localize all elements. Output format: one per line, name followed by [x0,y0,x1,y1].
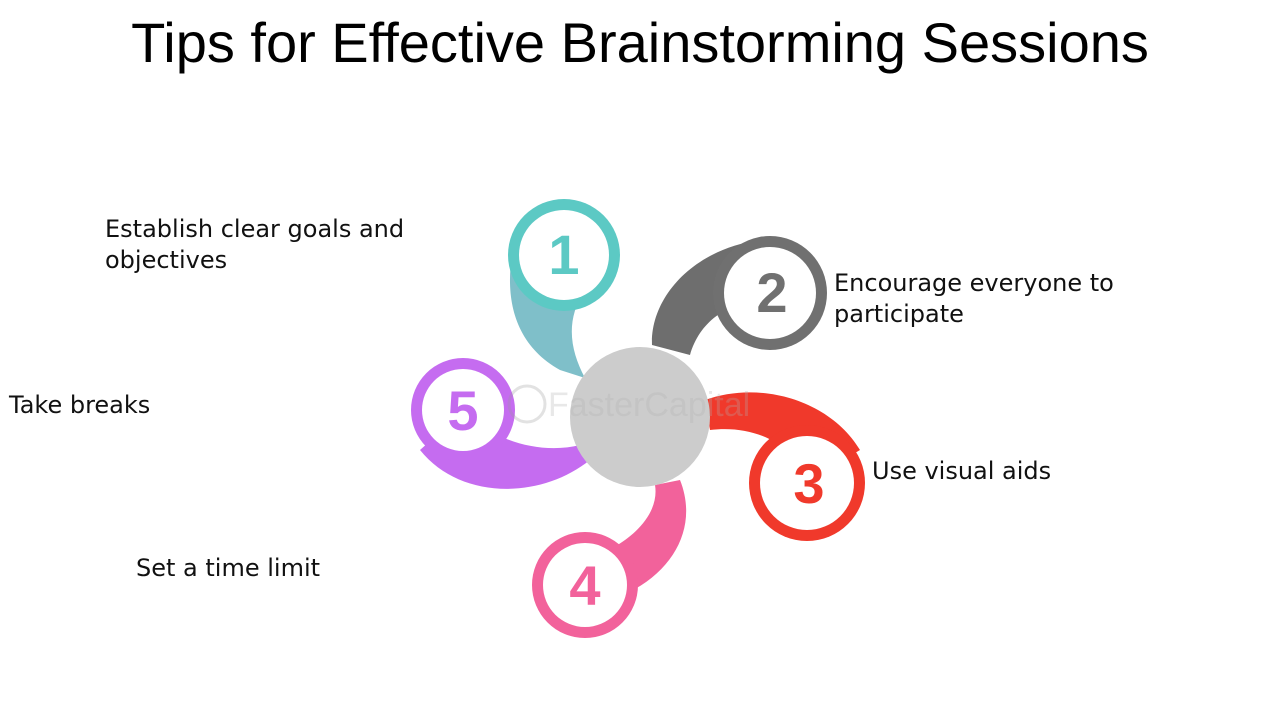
label-step-5: Take breaks [9,390,150,421]
label-step-4: Set a time limit [136,553,320,584]
label-step-5-line1: Take breaks [9,391,151,419]
petal-4: 4 [532,480,687,638]
label-step-2-line1: Encourage everyone to [834,269,1114,297]
label-step-3: Use visual aids [872,456,1051,487]
label-step-3-line1: Use visual aids [872,457,1052,485]
page-title: Tips for Effective Brainstorming Session… [131,11,1149,74]
petal-1: 1 [508,199,620,378]
badge-2-number: 2 [756,261,787,324]
badge-5-number: 5 [447,379,478,442]
watermark: FasterCapital [507,384,750,424]
label-step-1: Establish clear goals and objectives [105,214,404,276]
label-step-4-line1: Set a time limit [136,554,321,582]
center-hub [570,347,710,487]
badge-4-number: 4 [569,554,600,617]
label-step-1-line1: Establish clear goals and [105,215,405,243]
watermark-logo-icon [507,384,547,424]
petal-5: 5 [411,358,590,489]
badge-1-number: 1 [548,223,579,286]
petal-2: 2 [651,236,827,355]
label-step-1-line2: objectives [105,246,228,274]
petal-3: 3 [705,392,865,541]
watermark-text: FasterCapital [548,386,750,424]
badge-3-number: 3 [793,452,824,515]
label-step-2: Encourage everyone to participate [834,268,1114,330]
label-step-2-line2: participate [834,300,964,328]
